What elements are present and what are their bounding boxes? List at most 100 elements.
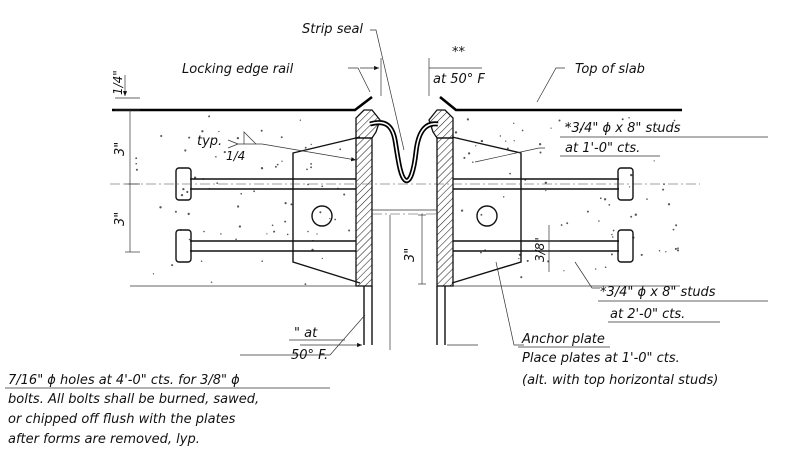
concrete-speck bbox=[610, 253, 613, 256]
concrete-texture bbox=[135, 115, 680, 286]
concrete-speck bbox=[608, 204, 611, 206]
concrete-speck bbox=[174, 210, 177, 213]
concrete-speck bbox=[284, 220, 287, 223]
concrete-speck bbox=[628, 186, 631, 188]
label-typ: typ. bbox=[197, 134, 222, 149]
concrete-speck bbox=[677, 247, 679, 250]
concrete-speck bbox=[628, 117, 630, 119]
concrete-speck bbox=[667, 203, 671, 206]
stud-bottom-left bbox=[175, 229, 356, 263]
label-quarter-inch: 1/4" bbox=[111, 70, 125, 95]
concrete-speck bbox=[307, 230, 309, 233]
dimension-3-8 bbox=[540, 225, 560, 272]
concrete-speck bbox=[566, 222, 569, 225]
concrete-speck bbox=[658, 250, 661, 252]
concrete-speck bbox=[506, 147, 509, 150]
label-dim-3-8: 3/8" bbox=[533, 237, 547, 262]
anchor-plate-left bbox=[292, 136, 361, 284]
label-place-plates: Place plates at 1'-0" cts. bbox=[522, 351, 680, 366]
label-locking-edge-rail: Locking edge rail bbox=[182, 62, 294, 77]
label-holes-4: after forms are removed, lyp. bbox=[8, 432, 200, 447]
concrete-speck bbox=[599, 197, 602, 200]
label-anchor-plate: Anchor plate bbox=[521, 332, 605, 347]
concrete-speck bbox=[273, 230, 276, 233]
concrete-speck bbox=[236, 136, 240, 140]
label-holes-3: or chipped off flush with the plates bbox=[8, 412, 236, 427]
centerlines bbox=[110, 183, 700, 215]
concrete-speck bbox=[220, 233, 222, 235]
concrete-speck bbox=[598, 220, 600, 222]
concrete-speck bbox=[180, 193, 184, 197]
concrete-speck bbox=[563, 270, 565, 272]
label-dim-3in-center: 3" bbox=[403, 248, 418, 262]
concrete-speck bbox=[640, 253, 643, 256]
anchor-plate-right bbox=[451, 136, 522, 284]
note-underlines bbox=[5, 136, 768, 389]
label-top-of-slab: Top of slab bbox=[575, 62, 645, 77]
concrete-speck bbox=[240, 192, 243, 195]
concrete-speck bbox=[286, 233, 289, 236]
concrete-speck bbox=[260, 129, 263, 132]
concrete-speck bbox=[544, 181, 547, 184]
concrete-speck bbox=[321, 185, 324, 188]
concrete-speck bbox=[676, 249, 680, 252]
label-alt-studs: (alt. with top horizontal studs) bbox=[522, 373, 718, 388]
concrete-speck bbox=[200, 260, 203, 263]
concrete-speck bbox=[187, 212, 190, 216]
concrete-speck bbox=[253, 190, 256, 193]
label-double-star: ** bbox=[452, 45, 466, 60]
concrete-speck bbox=[538, 143, 542, 146]
concrete-speck bbox=[135, 157, 138, 160]
weld-symbol bbox=[227, 131, 357, 162]
concrete-speck bbox=[201, 130, 204, 133]
concrete-speck bbox=[171, 264, 174, 267]
concrete-speck bbox=[306, 168, 308, 171]
concrete-speck bbox=[634, 213, 637, 216]
concrete-speck bbox=[545, 189, 547, 192]
concrete-speck bbox=[276, 163, 279, 166]
concrete-speck bbox=[334, 218, 337, 221]
label-studs-top-1: *3/4" ϕ x 8" studs bbox=[565, 121, 681, 136]
concrete-speck bbox=[472, 161, 474, 163]
concrete-speck bbox=[466, 118, 470, 121]
concrete-speck bbox=[188, 238, 191, 241]
concrete-speck bbox=[460, 209, 464, 212]
concrete-speck bbox=[215, 156, 217, 158]
concrete-speck bbox=[235, 238, 237, 241]
concrete-speck bbox=[480, 139, 484, 143]
stud-bottom-right bbox=[453, 229, 634, 263]
label-holes-1: 7/16" ϕ holes at 4'-0" cts. for 3/8" ϕ bbox=[8, 373, 240, 388]
concrete-speck bbox=[454, 131, 458, 134]
concrete-speck bbox=[319, 211, 322, 214]
concrete-speck bbox=[662, 188, 665, 191]
concrete-speck bbox=[611, 233, 613, 236]
label-weld-size: 1/4 bbox=[226, 149, 245, 163]
concrete-speck bbox=[321, 257, 323, 260]
label-gap-at-2: 50° F. bbox=[291, 348, 328, 363]
concrete-speck bbox=[499, 135, 502, 137]
concrete-speck bbox=[505, 140, 507, 142]
label-holes-2: bolts. All bolts shall be burned, sawed, bbox=[8, 392, 259, 407]
dimension-gap-top bbox=[360, 58, 482, 96]
concrete-speck bbox=[586, 210, 589, 213]
dimension-center bbox=[389, 214, 426, 350]
concrete-speck bbox=[329, 217, 331, 220]
concrete-speck bbox=[290, 203, 293, 206]
concrete-speck bbox=[630, 173, 633, 177]
label-studs-top-2: at 1'-0" cts. bbox=[565, 141, 640, 156]
concrete-speck bbox=[316, 233, 318, 235]
leader-lines bbox=[240, 29, 600, 356]
label-studs-bottom-1: *3/4" ϕ x 8" studs bbox=[600, 285, 716, 300]
concrete-speck bbox=[271, 224, 274, 227]
concrete-speck bbox=[281, 160, 283, 162]
label-dim-3in-upper: 3" bbox=[113, 142, 128, 156]
concrete-speck bbox=[612, 236, 614, 238]
concrete-speck bbox=[299, 119, 302, 121]
concrete-speck bbox=[208, 115, 211, 118]
concrete-speck bbox=[518, 257, 520, 260]
concrete-speck bbox=[463, 156, 466, 159]
concrete-speck bbox=[672, 228, 675, 231]
concrete-speck bbox=[560, 224, 563, 226]
concrete-speck bbox=[160, 134, 163, 138]
concrete-speck bbox=[630, 215, 633, 218]
